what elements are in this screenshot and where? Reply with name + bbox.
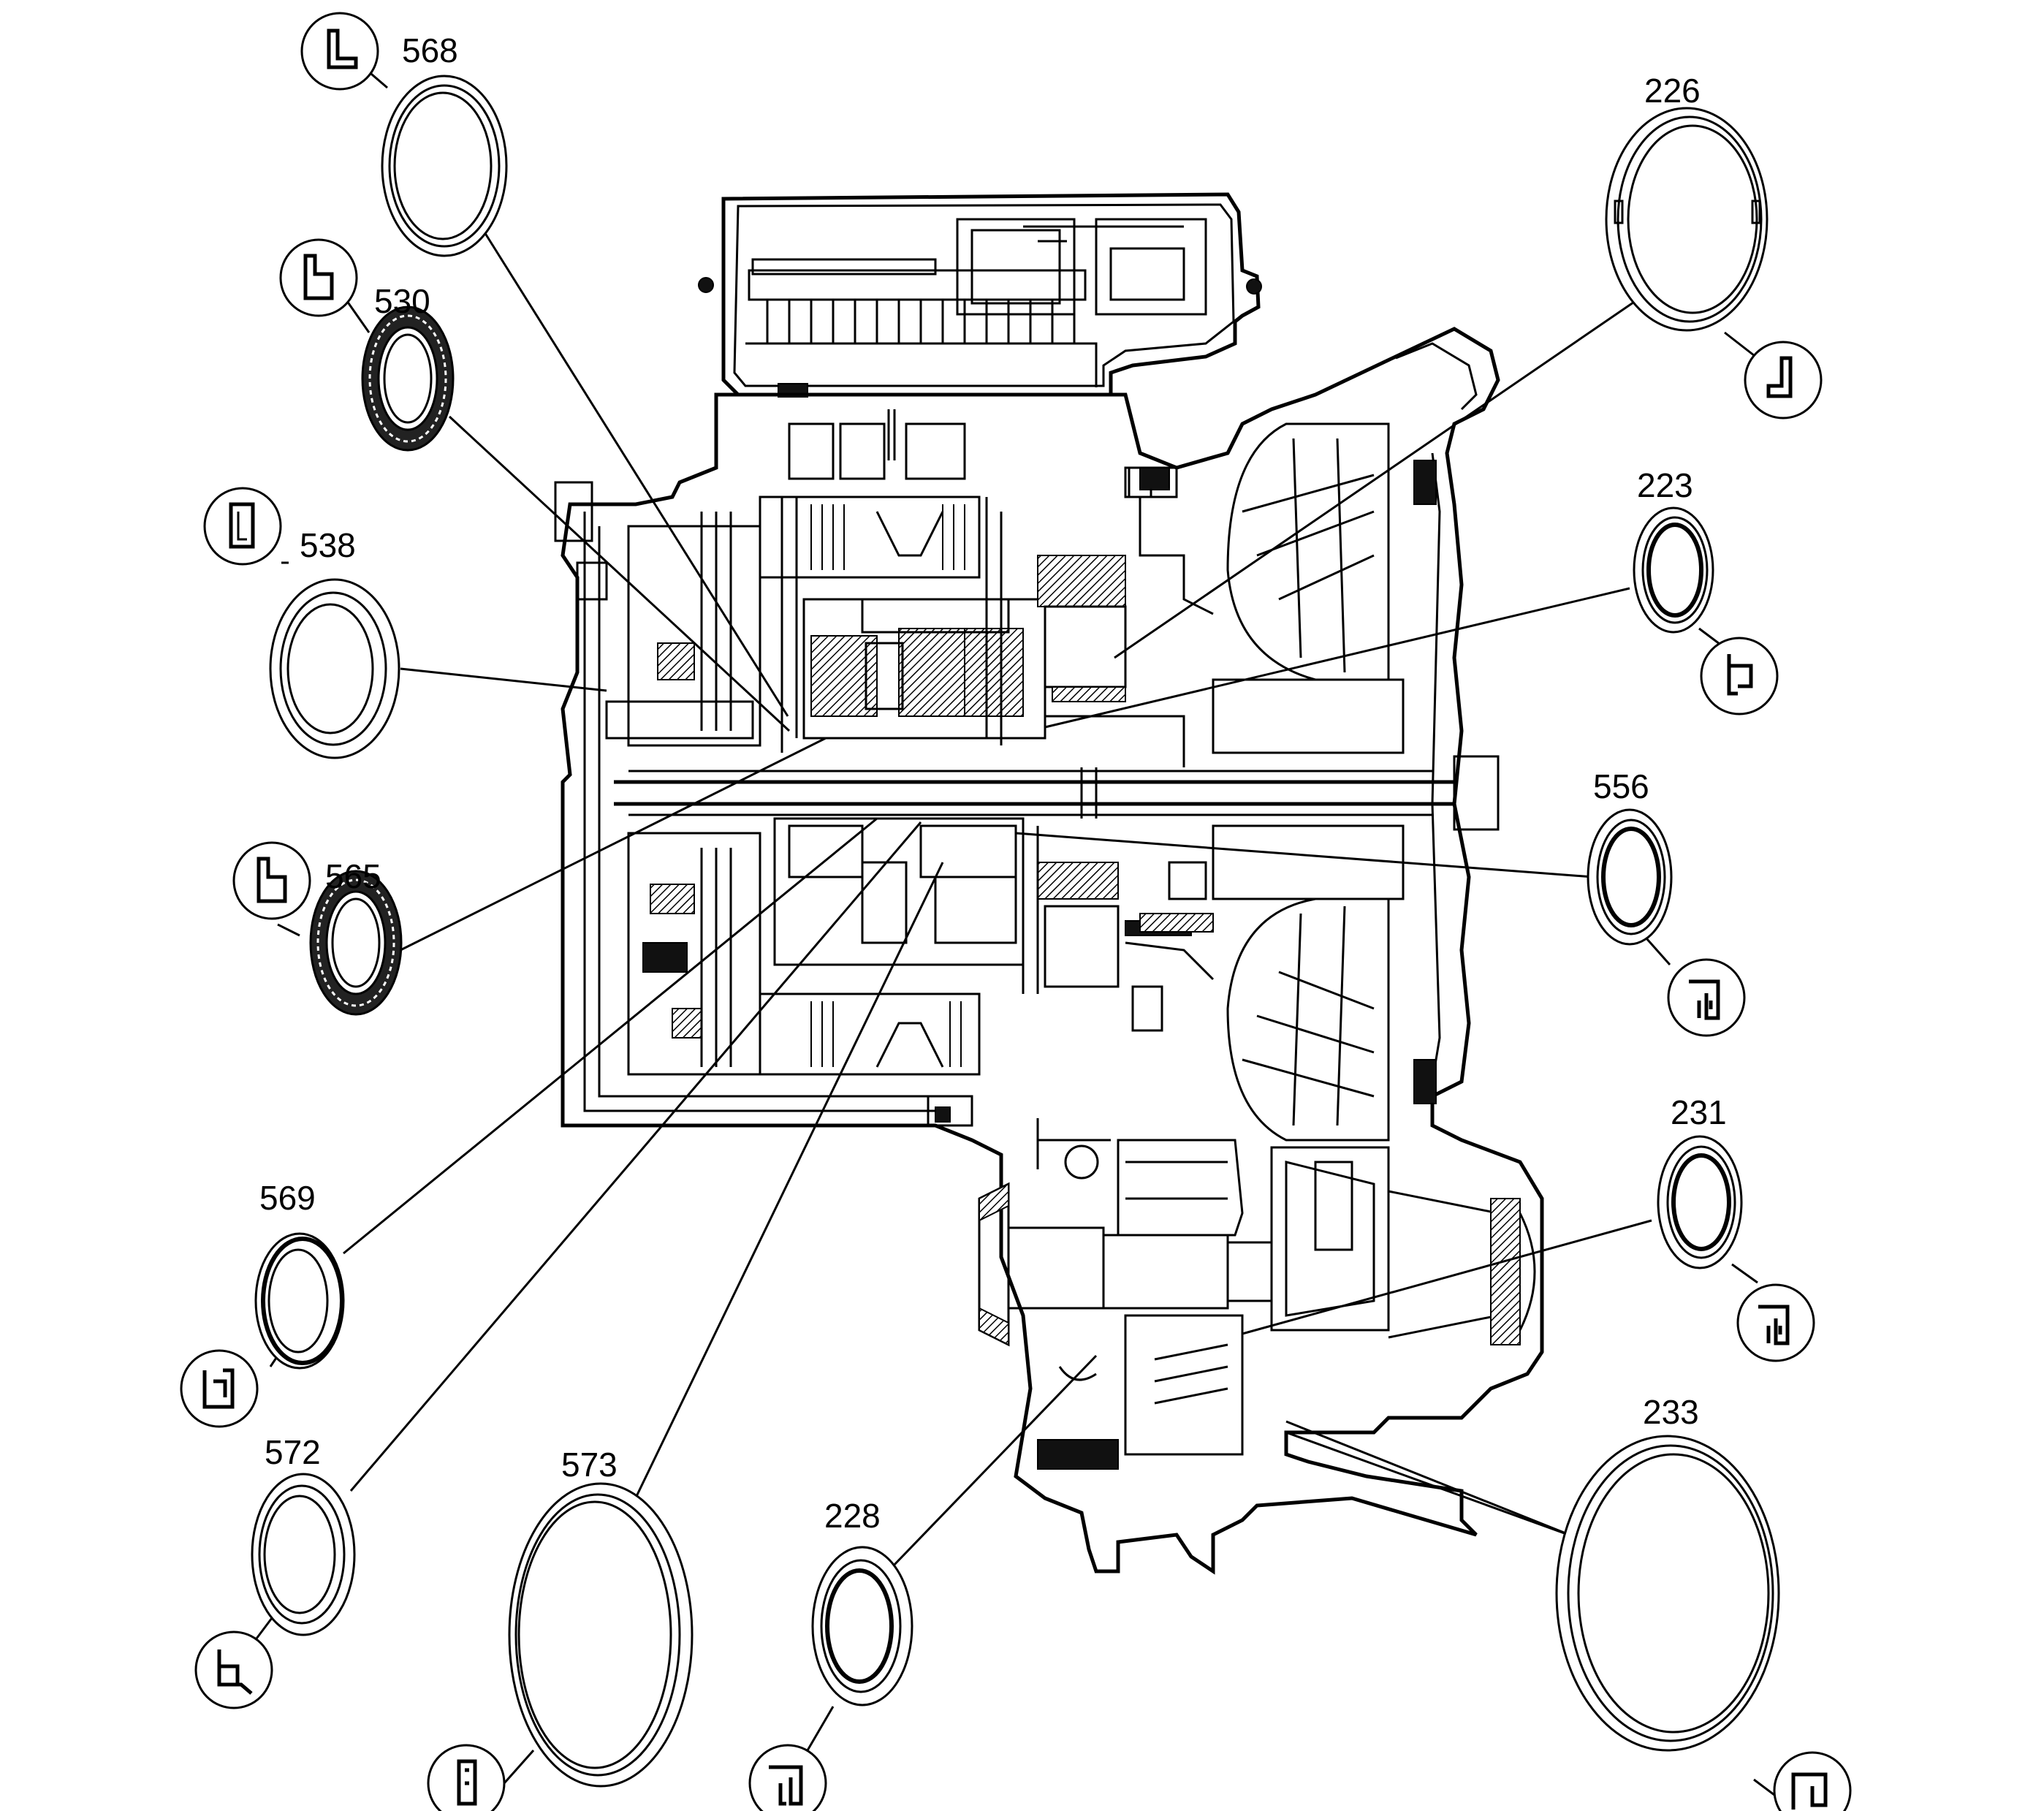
seal-profile-icon xyxy=(1736,1283,1815,1362)
seal-538 xyxy=(269,578,400,759)
bearing-profile-icon xyxy=(279,238,358,317)
differential-assembly xyxy=(978,1118,1536,1470)
callout-569-label: 569 xyxy=(259,1179,316,1217)
callout-556-label: 556 xyxy=(1593,767,1649,805)
callout-565-label: 565 xyxy=(325,857,381,895)
seal-573 xyxy=(508,1482,694,1788)
seal-rings xyxy=(251,75,1780,1788)
seal-profile-icon xyxy=(180,1349,259,1428)
callout-226-label: 226 xyxy=(1644,72,1701,110)
callout-228-label: 228 xyxy=(824,1497,881,1535)
leader-231 xyxy=(1242,1219,1652,1335)
seal-572 xyxy=(251,1473,356,1636)
seal-226 xyxy=(1605,107,1768,332)
leader-233 xyxy=(1285,1431,1579,1540)
main-shaft xyxy=(614,755,1500,831)
leader-lines xyxy=(251,64,1784,1803)
seal-228 xyxy=(811,1546,913,1706)
leader-233b xyxy=(1285,1420,1579,1540)
callout-labels: 568 530 538 565 569 572 573 228 226 223 … xyxy=(259,31,1727,1535)
profile-icons xyxy=(180,12,1852,1811)
seal-profile-icon xyxy=(194,1630,273,1709)
callout-573-label: 573 xyxy=(561,1446,618,1484)
left-clutch-packs xyxy=(554,481,761,1076)
leader-538 xyxy=(400,667,607,692)
transmission-case xyxy=(561,327,1544,1575)
seal-223 xyxy=(1633,506,1714,634)
seal-profile-icon xyxy=(748,1744,827,1811)
callout-572-label: 572 xyxy=(265,1433,321,1471)
seal-568 xyxy=(381,75,508,257)
bearing-565 xyxy=(309,870,403,1016)
bearing-530 xyxy=(361,305,455,452)
leader-565 xyxy=(400,737,827,952)
seal-231 xyxy=(1657,1135,1743,1269)
seal-profile-icon xyxy=(1667,958,1746,1037)
callout-530-label: 530 xyxy=(374,282,430,320)
callout-568-label: 568 xyxy=(402,31,458,69)
seal-556 xyxy=(1587,808,1673,946)
leader-226 xyxy=(1114,284,1660,659)
callout-223-label: 223 xyxy=(1637,466,1693,504)
seal-profile-icon xyxy=(203,487,282,566)
callout-538-label: 538 xyxy=(300,526,356,564)
leader-572 xyxy=(349,821,922,1492)
leader-223 xyxy=(1044,587,1630,729)
leader-569 xyxy=(343,817,878,1255)
seal-569 xyxy=(254,1232,345,1370)
leader-573 xyxy=(627,862,944,1514)
callout-231-label: 231 xyxy=(1671,1093,1727,1131)
seal-profile-icon xyxy=(427,1744,506,1811)
seal-profile-icon xyxy=(300,12,379,91)
valve-body xyxy=(698,192,1262,480)
upper-planetary-gearset xyxy=(759,466,1185,767)
leader-568 xyxy=(477,222,789,717)
transmission-cross-section xyxy=(554,192,1544,1575)
leader-228 xyxy=(890,1354,1098,1569)
seal-profile-icon xyxy=(1744,341,1823,419)
seal-profile-icon xyxy=(1773,1751,1852,1811)
bearing-profile-icon xyxy=(232,841,311,920)
torque-converter xyxy=(1212,422,1437,1142)
seal-profile-icon xyxy=(1700,637,1779,715)
seal-233 xyxy=(1555,1435,1780,1752)
lower-planetary-gearset xyxy=(759,817,1192,1076)
leader-530 xyxy=(448,415,791,732)
leader-556 xyxy=(1015,832,1594,878)
callout-233-label: 233 xyxy=(1643,1393,1699,1431)
